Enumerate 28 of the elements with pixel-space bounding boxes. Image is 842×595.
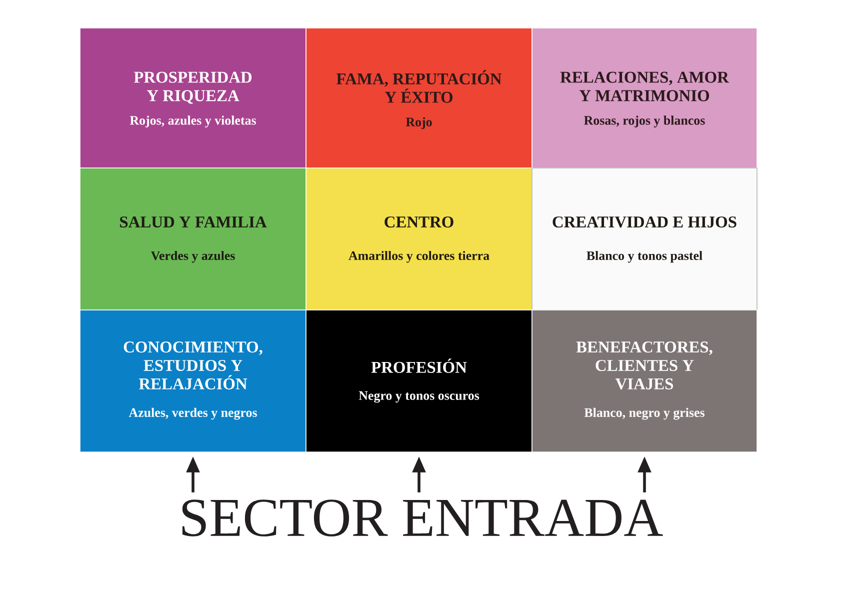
sector-box [306, 310, 532, 452]
sector-subtext: Verdes y azules [150, 250, 235, 263]
sector-box [80, 28, 306, 168]
sector-subtext: Azules, verdes y negros [128, 408, 257, 420]
sector-heading: BENEFACTORES, CLIENTES Y VIAJES [576, 342, 712, 390]
sector-box [306, 168, 532, 310]
sector-subtext: Blanco, negro y grises [584, 408, 704, 420]
sector-box [532, 28, 758, 168]
sector-subtext: Rojo [406, 117, 432, 129]
sector-heading: PROFESIÓN [371, 358, 467, 373]
sector-heading: CENTRO [384, 216, 454, 228]
sector-subtext: Rosas, rojos y blancos [584, 116, 705, 128]
entrance-label: SECTOR ENTRADA [182, 500, 663, 536]
sector-box [532, 168, 758, 310]
sector-subtext: Blanco y tonos pastel [586, 250, 702, 263]
sector-subtext: Amarillos y colores tierra [348, 250, 490, 263]
sector-heading: SALUD Y FAMILIA [120, 216, 267, 228]
sector-box [80, 168, 306, 310]
sector-heading: RELACIONES, AMOR Y MATRIMONIO [560, 72, 730, 102]
sector-heading: CONOCIMIENTO, ESTUDIOS Y RELAJACIÓN [124, 342, 262, 390]
sector-box [80, 310, 306, 452]
sector-subtext: Rojos, azules y violetas [130, 116, 256, 128]
sector-heading: FAMA, REPUTACIÓN Y ÉXITO [336, 70, 502, 103]
sector-box [306, 28, 532, 168]
sector-box [532, 310, 758, 452]
sector-subtext: Negro y tonos oscuros [358, 391, 480, 403]
sector-heading: CREATIVIDAD E HIJOS [552, 216, 736, 228]
sector-heading: PROSPERIDAD Y RIQUEZA [134, 72, 252, 104]
